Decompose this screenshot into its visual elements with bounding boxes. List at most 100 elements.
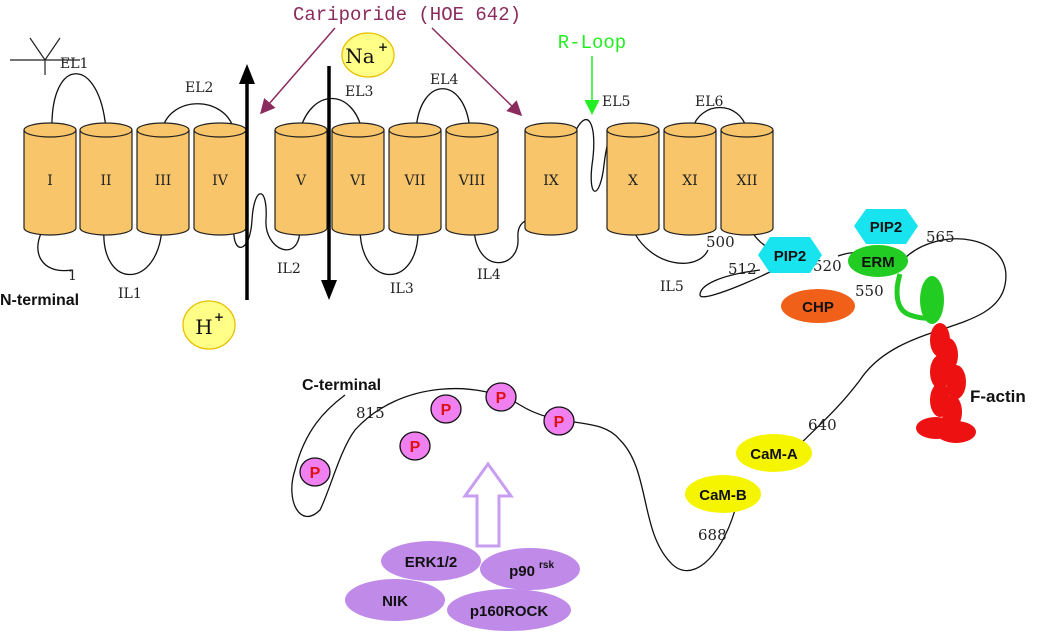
- na-ion-charge: +: [378, 40, 388, 54]
- residue-550: 550: [855, 282, 884, 300]
- phospho-site: P: [430, 394, 462, 424]
- helix-label: XII: [736, 173, 757, 189]
- il2-label: IL2: [277, 261, 301, 277]
- h-efflux-arrow: [239, 64, 255, 300]
- helix-label: VII: [403, 173, 425, 189]
- pip2-left: PIP2: [758, 237, 822, 273]
- cariporide-arrow-left: [260, 27, 336, 115]
- helix-label: IX: [543, 173, 559, 189]
- phospho-label: P: [554, 414, 565, 431]
- helix-iii: III: [136, 122, 190, 236]
- p160rock-label: p160ROCK: [470, 603, 549, 620]
- r-loop-label: R-Loop: [558, 32, 626, 54]
- na-ion: Na +: [341, 32, 395, 78]
- n-terminal-label: N-terminal: [0, 292, 79, 309]
- tail-cam-region: [291, 387, 736, 572]
- kinase-activation-arrow: [462, 461, 514, 548]
- erm-protein: ERM: [848, 245, 944, 324]
- il5-loop: [631, 227, 709, 264]
- helix-v: V: [274, 122, 328, 236]
- chp-label: CHP: [802, 299, 834, 316]
- residue-500: 500: [706, 233, 735, 251]
- el1-loop: [51, 73, 107, 131]
- kinase-nik: NIK: [345, 579, 445, 621]
- na-influx-arrow: [321, 66, 337, 300]
- chp-protein: CHP: [781, 289, 855, 323]
- phospho-site: P: [543, 406, 575, 436]
- cam-b: CaM-B: [685, 475, 761, 513]
- erk-label: ERK1/2: [405, 554, 458, 571]
- residue-1: 1: [68, 268, 77, 284]
- h-ion: H +: [182, 300, 236, 350]
- residue-815: 815: [356, 404, 385, 422]
- helix-i: I: [23, 122, 77, 236]
- helix-xii: XII: [720, 122, 774, 236]
- phospho-site: P: [299, 457, 331, 487]
- residue-565: 565: [926, 228, 955, 246]
- f-actin-label: F-actin: [970, 387, 1026, 406]
- kinase-erk: ERK1/2: [381, 541, 481, 581]
- phospho-label: P: [441, 402, 452, 419]
- il3-loop: [359, 227, 419, 276]
- il1-loop: [103, 227, 163, 276]
- phospho-label: P: [410, 439, 421, 456]
- il5-label: IL5: [660, 279, 684, 295]
- phospho-site: P: [399, 431, 431, 461]
- pip2-left-label: PIP2: [774, 248, 807, 265]
- helix-x: X: [606, 122, 660, 236]
- el3-label: EL3: [345, 84, 373, 100]
- helix-label: II: [100, 173, 111, 189]
- h-ion-charge: +: [214, 310, 224, 324]
- residue-520: 520: [813, 257, 842, 275]
- il3-label: IL3: [390, 281, 414, 297]
- pip2-right: PIP2: [854, 209, 918, 244]
- helix-label: XI: [682, 173, 698, 189]
- residue-688: 688: [698, 526, 727, 544]
- helix-iv: IV: [193, 122, 247, 236]
- phosphorylation-sites: P P P P P: [299, 382, 575, 487]
- helix-label: V: [295, 173, 307, 189]
- el2-loop: [161, 103, 235, 131]
- phospho-label: P: [496, 390, 507, 407]
- helix-xi: XI: [663, 122, 717, 236]
- p90-rsk-superscript: rsk: [539, 560, 554, 571]
- el1-label: EL1: [60, 56, 88, 72]
- el4-loop: [415, 88, 471, 131]
- el3-loop: [299, 97, 363, 131]
- residue-512: 512: [728, 260, 757, 278]
- el5-label: EL5: [602, 94, 630, 110]
- helix-label: III: [155, 173, 172, 189]
- residue-640: 640: [808, 416, 837, 434]
- helix-label: VIII: [458, 173, 486, 189]
- helix-label: X: [628, 173, 638, 189]
- p90-label: p90: [509, 563, 535, 580]
- helix-label: VI: [349, 173, 366, 189]
- erm-label: ERM: [861, 254, 894, 271]
- helix-vi: VI: [331, 122, 385, 236]
- phospho-site: P: [485, 382, 517, 412]
- helix-viii: VIII: [445, 122, 499, 236]
- kinase-p90rsk: p90 rsk: [480, 548, 580, 590]
- glycosylation-branch: [10, 37, 80, 75]
- il1-label: IL1: [118, 286, 142, 302]
- helix-vii: VII: [388, 122, 442, 236]
- il4-label: IL4: [477, 267, 501, 283]
- el4-label: EL4: [430, 72, 459, 88]
- cam-b-label: CaM-B: [699, 487, 747, 504]
- cam-a-label: CaM-A: [750, 446, 798, 463]
- cam-a: CaM-A: [736, 434, 812, 472]
- el6-label: EL6: [695, 94, 724, 110]
- h-ion-label: H: [195, 315, 212, 339]
- helix-label: I: [47, 173, 53, 189]
- c-terminal-label: C-terminal: [302, 377, 381, 394]
- cariporide-arrow-right: [431, 27, 523, 117]
- pip2-right-label: PIP2: [870, 219, 903, 236]
- f-actin: F-actin: [916, 323, 1026, 443]
- il2-loop: [233, 193, 301, 251]
- kinase-p160rock: p160ROCK: [447, 589, 571, 631]
- na-ion-label: Na: [345, 44, 375, 68]
- nik-label: NIK: [382, 593, 408, 610]
- helix-label: IV: [212, 173, 229, 189]
